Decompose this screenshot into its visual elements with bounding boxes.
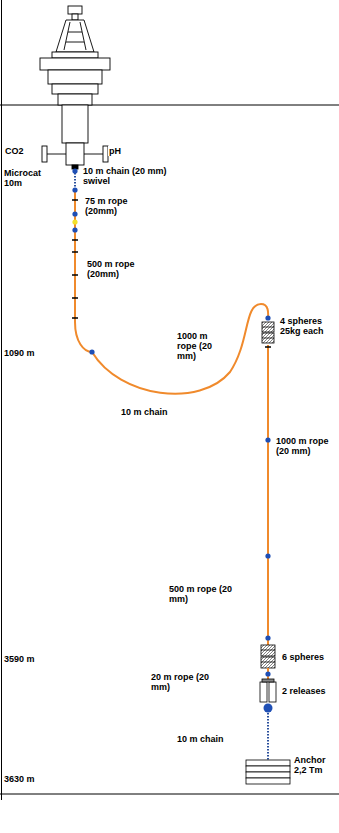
segment-label: 500 m rope (20mm) bbox=[86, 259, 144, 279]
depth-label: 3630 m bbox=[3, 774, 36, 784]
segment-label: 1000 m rope (20 mm) bbox=[176, 331, 218, 361]
sensor-label: CO2 bbox=[4, 146, 25, 156]
segment-label: 10 m chain (20 mm) swivel bbox=[82, 166, 170, 186]
segment-label: 10 m chain bbox=[120, 407, 169, 417]
buoy bbox=[40, 6, 110, 169]
depth-label: 1090 m bbox=[3, 348, 36, 358]
segment-label: 1000 m rope (20 mm) bbox=[275, 436, 337, 456]
rope bbox=[267, 345, 269, 645]
segment-label: 500 m rope (20 mm) bbox=[168, 584, 234, 604]
release-pair bbox=[260, 679, 276, 702]
shackle bbox=[264, 704, 273, 713]
segment-label: 20 m rope (20 mm) bbox=[150, 672, 216, 692]
depth-label: 3590 m bbox=[3, 654, 36, 664]
anchor-label: Anchor 2,2 Tm bbox=[293, 755, 337, 775]
ticks bbox=[72, 200, 271, 347]
instrument-markers bbox=[72, 168, 270, 676]
sphere-group bbox=[262, 322, 274, 343]
anchor bbox=[246, 760, 290, 784]
sensor-label: pH bbox=[108, 146, 122, 156]
instrument-label: Microcat 10m bbox=[3, 168, 45, 188]
rope bbox=[75, 190, 268, 394]
frame bbox=[0, 0, 339, 800]
chain bbox=[267, 713, 269, 760]
release-label: 2 releases bbox=[281, 686, 327, 696]
float-label: 6 spheres bbox=[281, 652, 325, 662]
segment-label: 10 m chain bbox=[176, 734, 225, 744]
sphere-group bbox=[261, 645, 275, 668]
float-label: 4 spheres 25kg each bbox=[279, 316, 337, 336]
segment-label: 75 m rope (20mm) bbox=[84, 196, 142, 216]
